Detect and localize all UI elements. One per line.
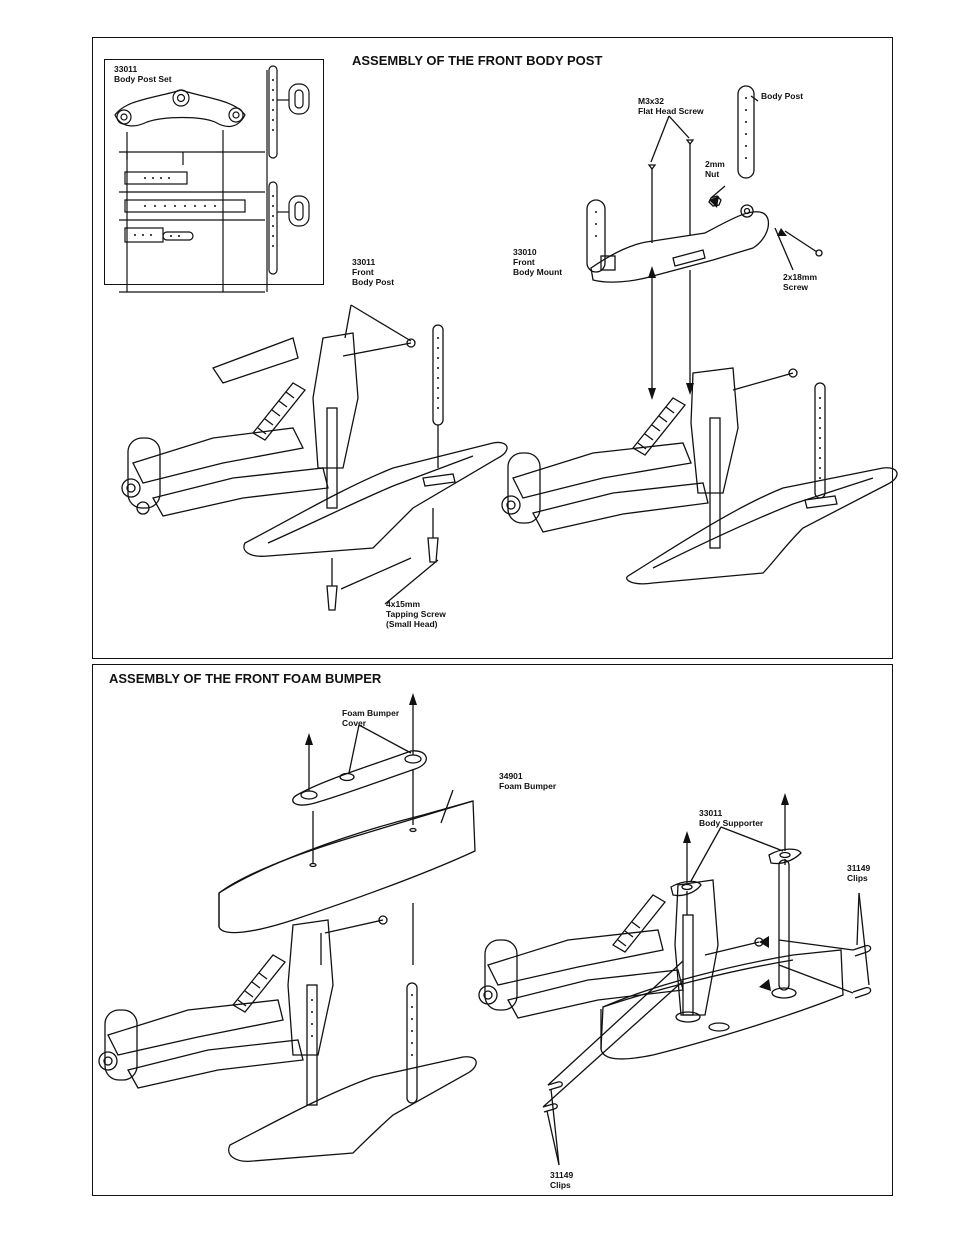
clips-right-label: 31149 Clips bbox=[847, 863, 871, 883]
front-body-mount-label: 33010 Front Body Mount bbox=[513, 247, 563, 277]
foam-bumper-installed bbox=[600, 949, 844, 1060]
front-foam-bumper-panel: ASSEMBLY OF THE FRONT FOAM BUMPER Foam B… bbox=[92, 664, 893, 1196]
section-title: ASSEMBLY OF THE FRONT BODY POST bbox=[352, 53, 603, 68]
tapping-screw-label: 4x15mm Tapping Screw (Small Head) bbox=[386, 599, 446, 629]
section-title: ASSEMBLY OF THE FRONT FOAM BUMPER bbox=[109, 671, 382, 686]
front-body-post-panel: ASSEMBLY OF THE FRONT BODY POST 33011 Bo… bbox=[92, 37, 898, 659]
foam-bumper-assembly-drawing bbox=[98, 693, 872, 1166]
clips-bottom-label: 31149 Clips bbox=[550, 1170, 574, 1190]
body-post-label: Body Post bbox=[761, 91, 804, 101]
body-supporter-part bbox=[670, 880, 702, 897]
bumper-plate-right bbox=[626, 467, 898, 585]
body-supporter-label: 33011 Body Supporter bbox=[699, 808, 764, 828]
body-post-part bbox=[737, 85, 755, 179]
foam-bumper-label: 34901 Foam Bumper bbox=[499, 771, 557, 791]
body-post-set-parts bbox=[114, 65, 310, 293]
foam-bumper-cover-label: Foam Bumper Cover bbox=[342, 708, 400, 728]
body-post-set-inset: 33011 Body Post Set bbox=[104, 59, 324, 293]
front-body-mount bbox=[590, 211, 770, 283]
front-body-post-label: 33011 Front Body Post bbox=[352, 257, 395, 287]
screw-2x18-label: 2x18mm Screw bbox=[783, 272, 818, 292]
body-post-set-label: 33011 Body Post Set bbox=[114, 64, 172, 84]
nut-label: 2mm Nut bbox=[705, 159, 725, 179]
foam-bumper-cover-part bbox=[292, 750, 427, 806]
flat-head-screw-label: M3x32 Flat Head Screw bbox=[638, 96, 704, 116]
bumper-plate-left bbox=[243, 441, 508, 557]
body-post-assembly-drawing bbox=[121, 85, 898, 611]
foam-bumper-part bbox=[218, 800, 476, 934]
